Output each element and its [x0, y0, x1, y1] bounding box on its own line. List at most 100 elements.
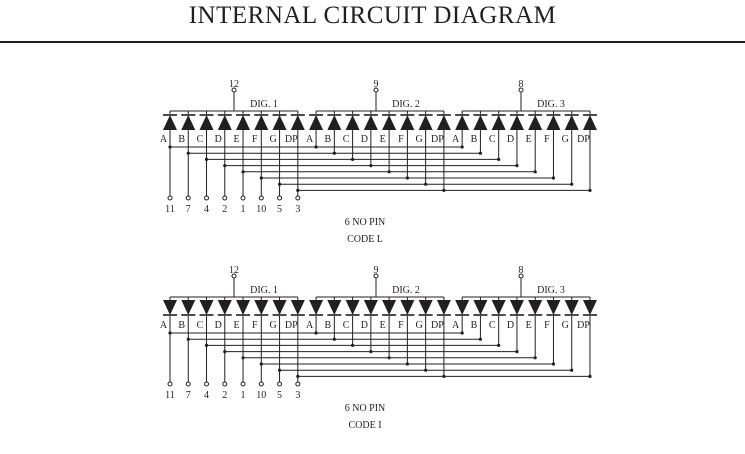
pin-terminal	[373, 87, 379, 93]
segment-label: A	[306, 320, 314, 331]
diode-icon	[473, 300, 488, 315]
junction-dot	[551, 176, 556, 180]
segment-pin-label: 1	[241, 390, 246, 401]
common-pin-label: 9	[374, 79, 379, 90]
junction-dot	[332, 151, 336, 155]
diode-icon	[528, 115, 543, 130]
junction-dot	[314, 331, 318, 335]
junction-dot	[515, 164, 519, 168]
diode-icon	[199, 300, 214, 315]
segment-label: DP	[431, 320, 444, 331]
diode-icon	[363, 115, 378, 130]
diode-icon	[290, 300, 305, 315]
segment-label: E	[233, 134, 239, 145]
segment-pin-label: 1	[241, 204, 246, 215]
segment-label: F	[398, 320, 404, 331]
common-pin-label: 12	[229, 79, 239, 90]
diode-icon	[327, 300, 342, 315]
segment-label: D	[361, 320, 368, 331]
segment-label: G	[562, 320, 569, 331]
diode-icon	[546, 300, 561, 315]
diode-icon	[309, 300, 324, 315]
diode-icon	[564, 115, 579, 130]
segment-label: C	[343, 134, 350, 145]
diode-icon	[528, 300, 543, 315]
junction-dot	[424, 182, 428, 186]
diode-icon	[217, 115, 232, 130]
diode-icon	[272, 300, 287, 315]
junction-dot	[332, 337, 336, 341]
diode-icon	[181, 115, 196, 130]
diode-icon	[327, 115, 342, 130]
diode-icon	[345, 115, 360, 130]
segment-pin-label: 4	[204, 204, 209, 215]
junction-dot	[387, 170, 391, 174]
common-pin-label: 12	[229, 265, 239, 276]
diode-icon	[509, 115, 524, 130]
segment-label: D	[361, 134, 368, 145]
segment-label: E	[526, 134, 532, 145]
segment-label: D	[215, 320, 222, 331]
junction-dot	[369, 350, 373, 354]
junction-dot	[533, 170, 537, 174]
junction-dot	[588, 374, 592, 378]
segment-pin-label: 7	[186, 204, 191, 215]
segment-label: C	[197, 134, 204, 145]
segment-label: DP	[431, 134, 444, 145]
segment-label: F	[544, 134, 550, 145]
junction-dot	[533, 356, 537, 360]
segment-label: G	[416, 134, 423, 145]
diode-icon	[455, 300, 470, 315]
junction-dot	[588, 188, 592, 192]
junction-dot	[405, 176, 409, 180]
segment-label: G	[269, 320, 276, 331]
diode-icon	[163, 115, 177, 130]
diode-icon	[400, 115, 415, 130]
diode-icon	[546, 115, 561, 130]
junction-dot	[241, 170, 245, 174]
junction-dot	[351, 343, 355, 347]
junction-dot	[186, 337, 190, 341]
junction-dot	[204, 157, 209, 161]
diode-icon	[217, 300, 232, 315]
junction-dot	[515, 350, 519, 354]
pin-terminal	[222, 381, 228, 387]
pin-terminal	[204, 381, 210, 387]
pin-terminal	[185, 381, 191, 387]
code-label: CODE L	[347, 234, 383, 245]
segment-label: DP	[285, 134, 298, 145]
junction-dot	[424, 368, 428, 372]
segment-pin-label: 3	[295, 390, 300, 401]
diode-icon	[236, 300, 251, 315]
junction-dot	[351, 157, 355, 161]
segment-label: D	[215, 134, 222, 145]
diode-icon	[254, 115, 269, 130]
segment-label: B	[178, 320, 185, 331]
digit-label: DIG. 2	[392, 285, 420, 296]
junction-dot	[241, 356, 245, 360]
diode-icon	[199, 115, 214, 130]
segment-pin-label: 10	[256, 204, 266, 215]
segment-label: D	[507, 320, 514, 331]
segment-label: E	[233, 320, 239, 331]
segment-label: A	[306, 134, 314, 145]
segment-pin-label: 5	[277, 204, 282, 215]
pin-terminal	[185, 195, 191, 201]
diode-icon	[436, 300, 451, 315]
diode-icon	[254, 300, 269, 315]
pin-terminal	[295, 195, 301, 201]
segment-pin-label: 5	[277, 390, 282, 401]
junction-dot	[442, 374, 446, 378]
junction-dot	[497, 157, 501, 161]
diode-icon	[436, 115, 451, 130]
pin-terminal	[258, 195, 264, 201]
segment-label: E	[380, 320, 386, 331]
diode-icon	[473, 115, 488, 130]
diode-icon	[418, 115, 433, 130]
junction-dot	[387, 356, 391, 360]
segment-label: A	[452, 320, 460, 331]
pin-terminal	[295, 381, 301, 387]
